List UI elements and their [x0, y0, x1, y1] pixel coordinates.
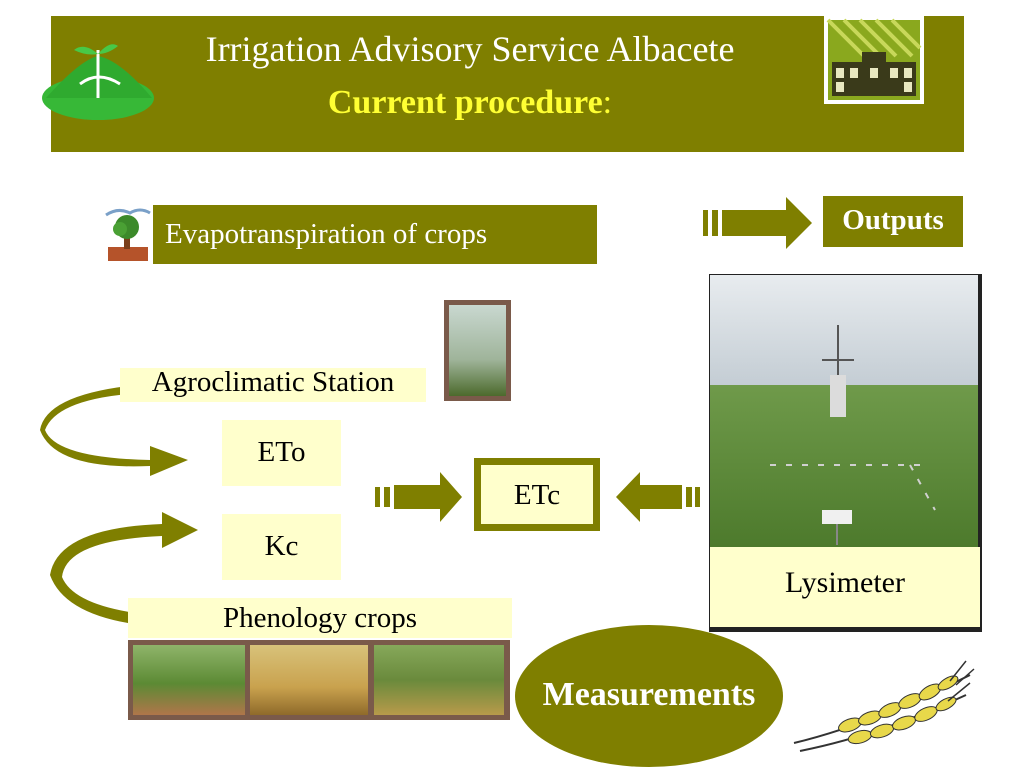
outputs-arrow [703, 197, 812, 249]
evapotranspiration-box [153, 205, 597, 264]
wheat-icon [793, 660, 975, 752]
etc-box-inner [481, 465, 593, 524]
subtitle-colon: : [602, 84, 613, 121]
outputs-box [823, 196, 963, 247]
page-subtitle: Current procedure: [120, 84, 820, 122]
kc-label: Kc [264, 530, 299, 562]
inputs-to-etc-arrow [375, 472, 462, 522]
etc-label: ETc [513, 479, 561, 511]
agro-to-eto-arrow [40, 382, 190, 476]
plant-logo-icon [42, 44, 154, 120]
crop-photo-mature [250, 645, 368, 715]
phenology-box [128, 598, 512, 638]
crop-photo-closeup [374, 645, 504, 715]
lysimeter-label: Lysimeter [785, 566, 905, 599]
measurements-label: Measurements [542, 676, 756, 713]
outputs-label: Outputs [842, 204, 944, 236]
eto-label: ETo [257, 436, 306, 468]
building-logo-icon [824, 16, 924, 104]
measurements-ellipse [515, 625, 783, 767]
evapotranspiration-label: Evapotranspiration of crops [165, 218, 488, 250]
agroclimatic-station-label: Agroclimatic Station [151, 366, 395, 398]
eto-box [222, 420, 341, 486]
lysimeter-label-box [710, 547, 980, 627]
pheno-to-kc-arrow [50, 512, 205, 629]
kc-box [222, 514, 341, 580]
phenology-label: Phenology crops [222, 602, 418, 634]
lysimeter-photo-sky [710, 275, 978, 385]
crop-photo-young [133, 645, 245, 715]
tree-icon [105, 208, 151, 261]
lysimeter-to-etc-arrow [616, 472, 700, 522]
page-title: Irrigation Advisory Service Albacete [205, 29, 735, 69]
station-photo-image [449, 305, 506, 396]
subtitle-text: Current procedure [327, 84, 603, 121]
agroclimatic-station-box [120, 368, 426, 402]
lysimeter-equipment [770, 325, 936, 545]
header-banner [51, 16, 964, 152]
